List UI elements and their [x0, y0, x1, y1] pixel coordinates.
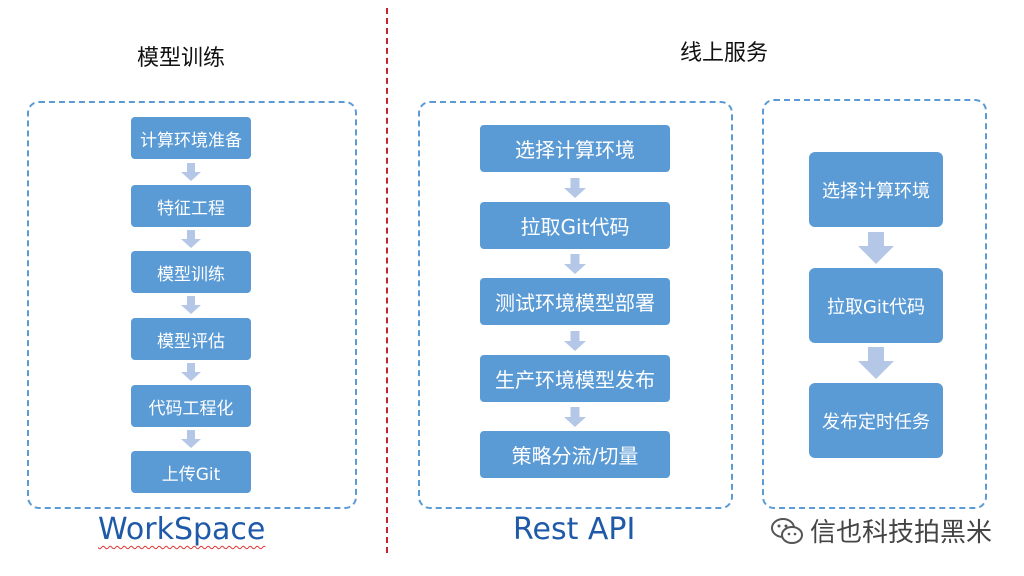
down-arrow-icon — [564, 254, 586, 274]
training-section-title: 模型训练 — [137, 46, 226, 71]
down-arrow-icon — [181, 296, 201, 314]
workspace-caption: WorkSpace — [98, 512, 266, 547]
workspace-step: 代码工程化 — [131, 385, 251, 427]
down-arrow-icon — [858, 232, 894, 264]
online-service-section-title: 线上服务 — [680, 41, 769, 66]
down-arrow-icon — [181, 230, 201, 248]
down-arrow-icon — [858, 347, 894, 379]
workspace-step: 模型训练 — [131, 251, 251, 293]
down-arrow-icon — [564, 407, 586, 427]
workspace-step: 上传Git — [131, 451, 251, 493]
down-arrow-icon — [181, 163, 201, 181]
rest-api-step: 测试环境模型部署 — [480, 278, 670, 325]
workspace-panel — [27, 101, 357, 509]
watermark-text: 信也科技拍黑米 — [810, 518, 993, 548]
section-divider — [386, 8, 388, 553]
rest-api-step: 生产环境模型发布 — [480, 355, 670, 402]
rest-api-step: 策略分流/切量 — [480, 431, 670, 478]
job-step: 选择计算环境 — [809, 152, 943, 227]
down-arrow-icon — [181, 430, 201, 448]
rest-api-caption: Rest API — [513, 512, 636, 547]
watermark: 信也科技拍黑米 — [770, 512, 992, 549]
wechat-icon — [771, 517, 803, 544]
job-step: 拉取Git代码 — [809, 268, 943, 343]
workspace-step: 模型评估 — [131, 318, 251, 360]
job-panel — [762, 99, 987, 509]
job-step: 发布定时任务 — [809, 383, 943, 458]
workspace-step: 计算环境准备 — [131, 117, 251, 159]
down-arrow-icon — [564, 178, 586, 198]
rest-api-step: 选择计算环境 — [480, 125, 670, 172]
workspace-step: 特征工程 — [131, 185, 251, 227]
rest-api-step: 拉取Git代码 — [480, 202, 670, 249]
rest-api-panel — [418, 101, 733, 509]
down-arrow-icon — [564, 331, 586, 351]
down-arrow-icon — [181, 363, 201, 381]
